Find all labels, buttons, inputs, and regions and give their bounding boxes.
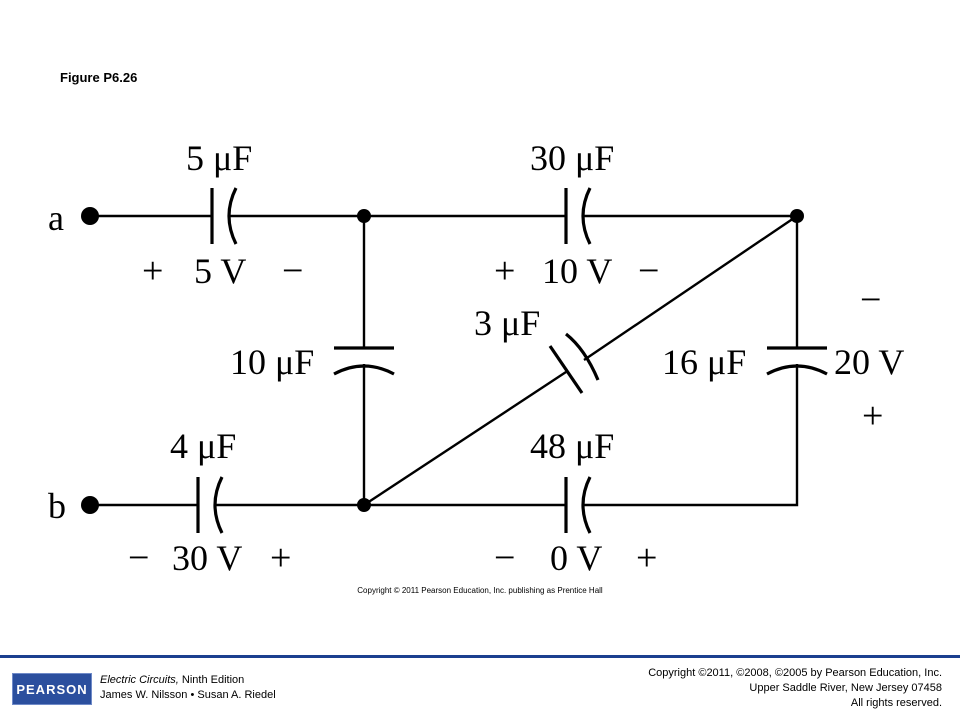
node-top-middle: [357, 209, 371, 223]
wire-bottom-right: [582, 364, 799, 507]
footer-copyright-line-3: All rights reserved.: [850, 697, 942, 709]
capacitor-30uf: [564, 187, 592, 245]
capacitor-48uf-label: 48 μF: [530, 426, 614, 466]
voltage-5v-plus: +: [142, 250, 163, 292]
voltage-30v-plus: +: [270, 537, 291, 579]
voltage-20v-minus: −: [860, 279, 881, 321]
circuit-diagram: a b 5 μF 30 μF 10 μF 3 μF 16 μF 4 μF 48 …: [48, 138, 904, 579]
terminal-a-dot: [81, 207, 99, 225]
voltage-0v-plus: +: [636, 537, 657, 579]
footer-copyright: Copyright ©2011, ©2008, ©2005 by Pearson…: [648, 666, 942, 711]
wire-diagonal-upper: [583, 215, 798, 361]
voltage-10v-plus: +: [494, 250, 515, 292]
voltage-20v-plus: +: [862, 395, 883, 437]
capacitor-5uf: [210, 187, 238, 245]
capacitor-16uf-label: 16 μF: [662, 342, 746, 382]
voltage-10v-minus: −: [638, 250, 659, 292]
capacitor-4uf-label: 4 μF: [170, 426, 236, 466]
node-bottom-middle: [357, 498, 371, 512]
footer-rule: [0, 655, 960, 658]
voltage-0v-value: 0 V: [550, 538, 602, 578]
pearson-logo: PEARSON: [12, 673, 92, 705]
capacitor-3uf-label: 3 μF: [474, 303, 540, 343]
footer-copyright-line-1: Copyright ©2011, ©2008, ©2005 by Pearson…: [648, 667, 942, 679]
capacitor-48uf: [564, 476, 592, 534]
capacitor-10uf: [333, 346, 395, 376]
book-title-line: Electric Circuits, Ninth Edition: [100, 673, 276, 688]
capacitor-10uf-label: 10 μF: [230, 342, 314, 382]
wire-diagonal-lower: [363, 370, 567, 507]
capacitor-3uf: [548, 332, 600, 394]
voltage-30v-minus: −: [128, 537, 149, 579]
figure-title: Figure P6.26: [60, 70, 138, 85]
voltage-10v-value: 10 V: [542, 251, 612, 291]
node-top-right: [790, 209, 804, 223]
terminal-a-label: a: [48, 198, 64, 238]
terminal-b-label: b: [48, 486, 66, 526]
pearson-logo-text: PEARSON: [16, 681, 88, 697]
voltage-5v-value: 5 V: [194, 251, 246, 291]
capacitor-16uf: [766, 346, 828, 376]
voltage-5v-minus: −: [282, 250, 303, 292]
voltage-20v-value: 20 V: [834, 342, 904, 382]
terminal-b-dot: [81, 496, 99, 514]
copyright-line: Copyright © 2011 Pearson Education, Inc.…: [357, 586, 603, 595]
book-authors: James W. Nilsson • Susan A. Riedel: [100, 689, 276, 701]
book-info: Electric Circuits, Ninth Edition James W…: [100, 673, 276, 703]
footer-copyright-line-2: Upper Saddle River, New Jersey 07458: [749, 682, 942, 694]
capacitor-5uf-label: 5 μF: [186, 138, 252, 178]
capacitor-30uf-label: 30 μF: [530, 138, 614, 178]
book-edition: Ninth Edition: [178, 674, 245, 686]
voltage-0v-minus: −: [494, 537, 515, 579]
capacitor-4uf: [196, 476, 224, 534]
voltage-30v-value: 30 V: [172, 538, 242, 578]
book-title: Electric Circuits,: [100, 674, 179, 686]
